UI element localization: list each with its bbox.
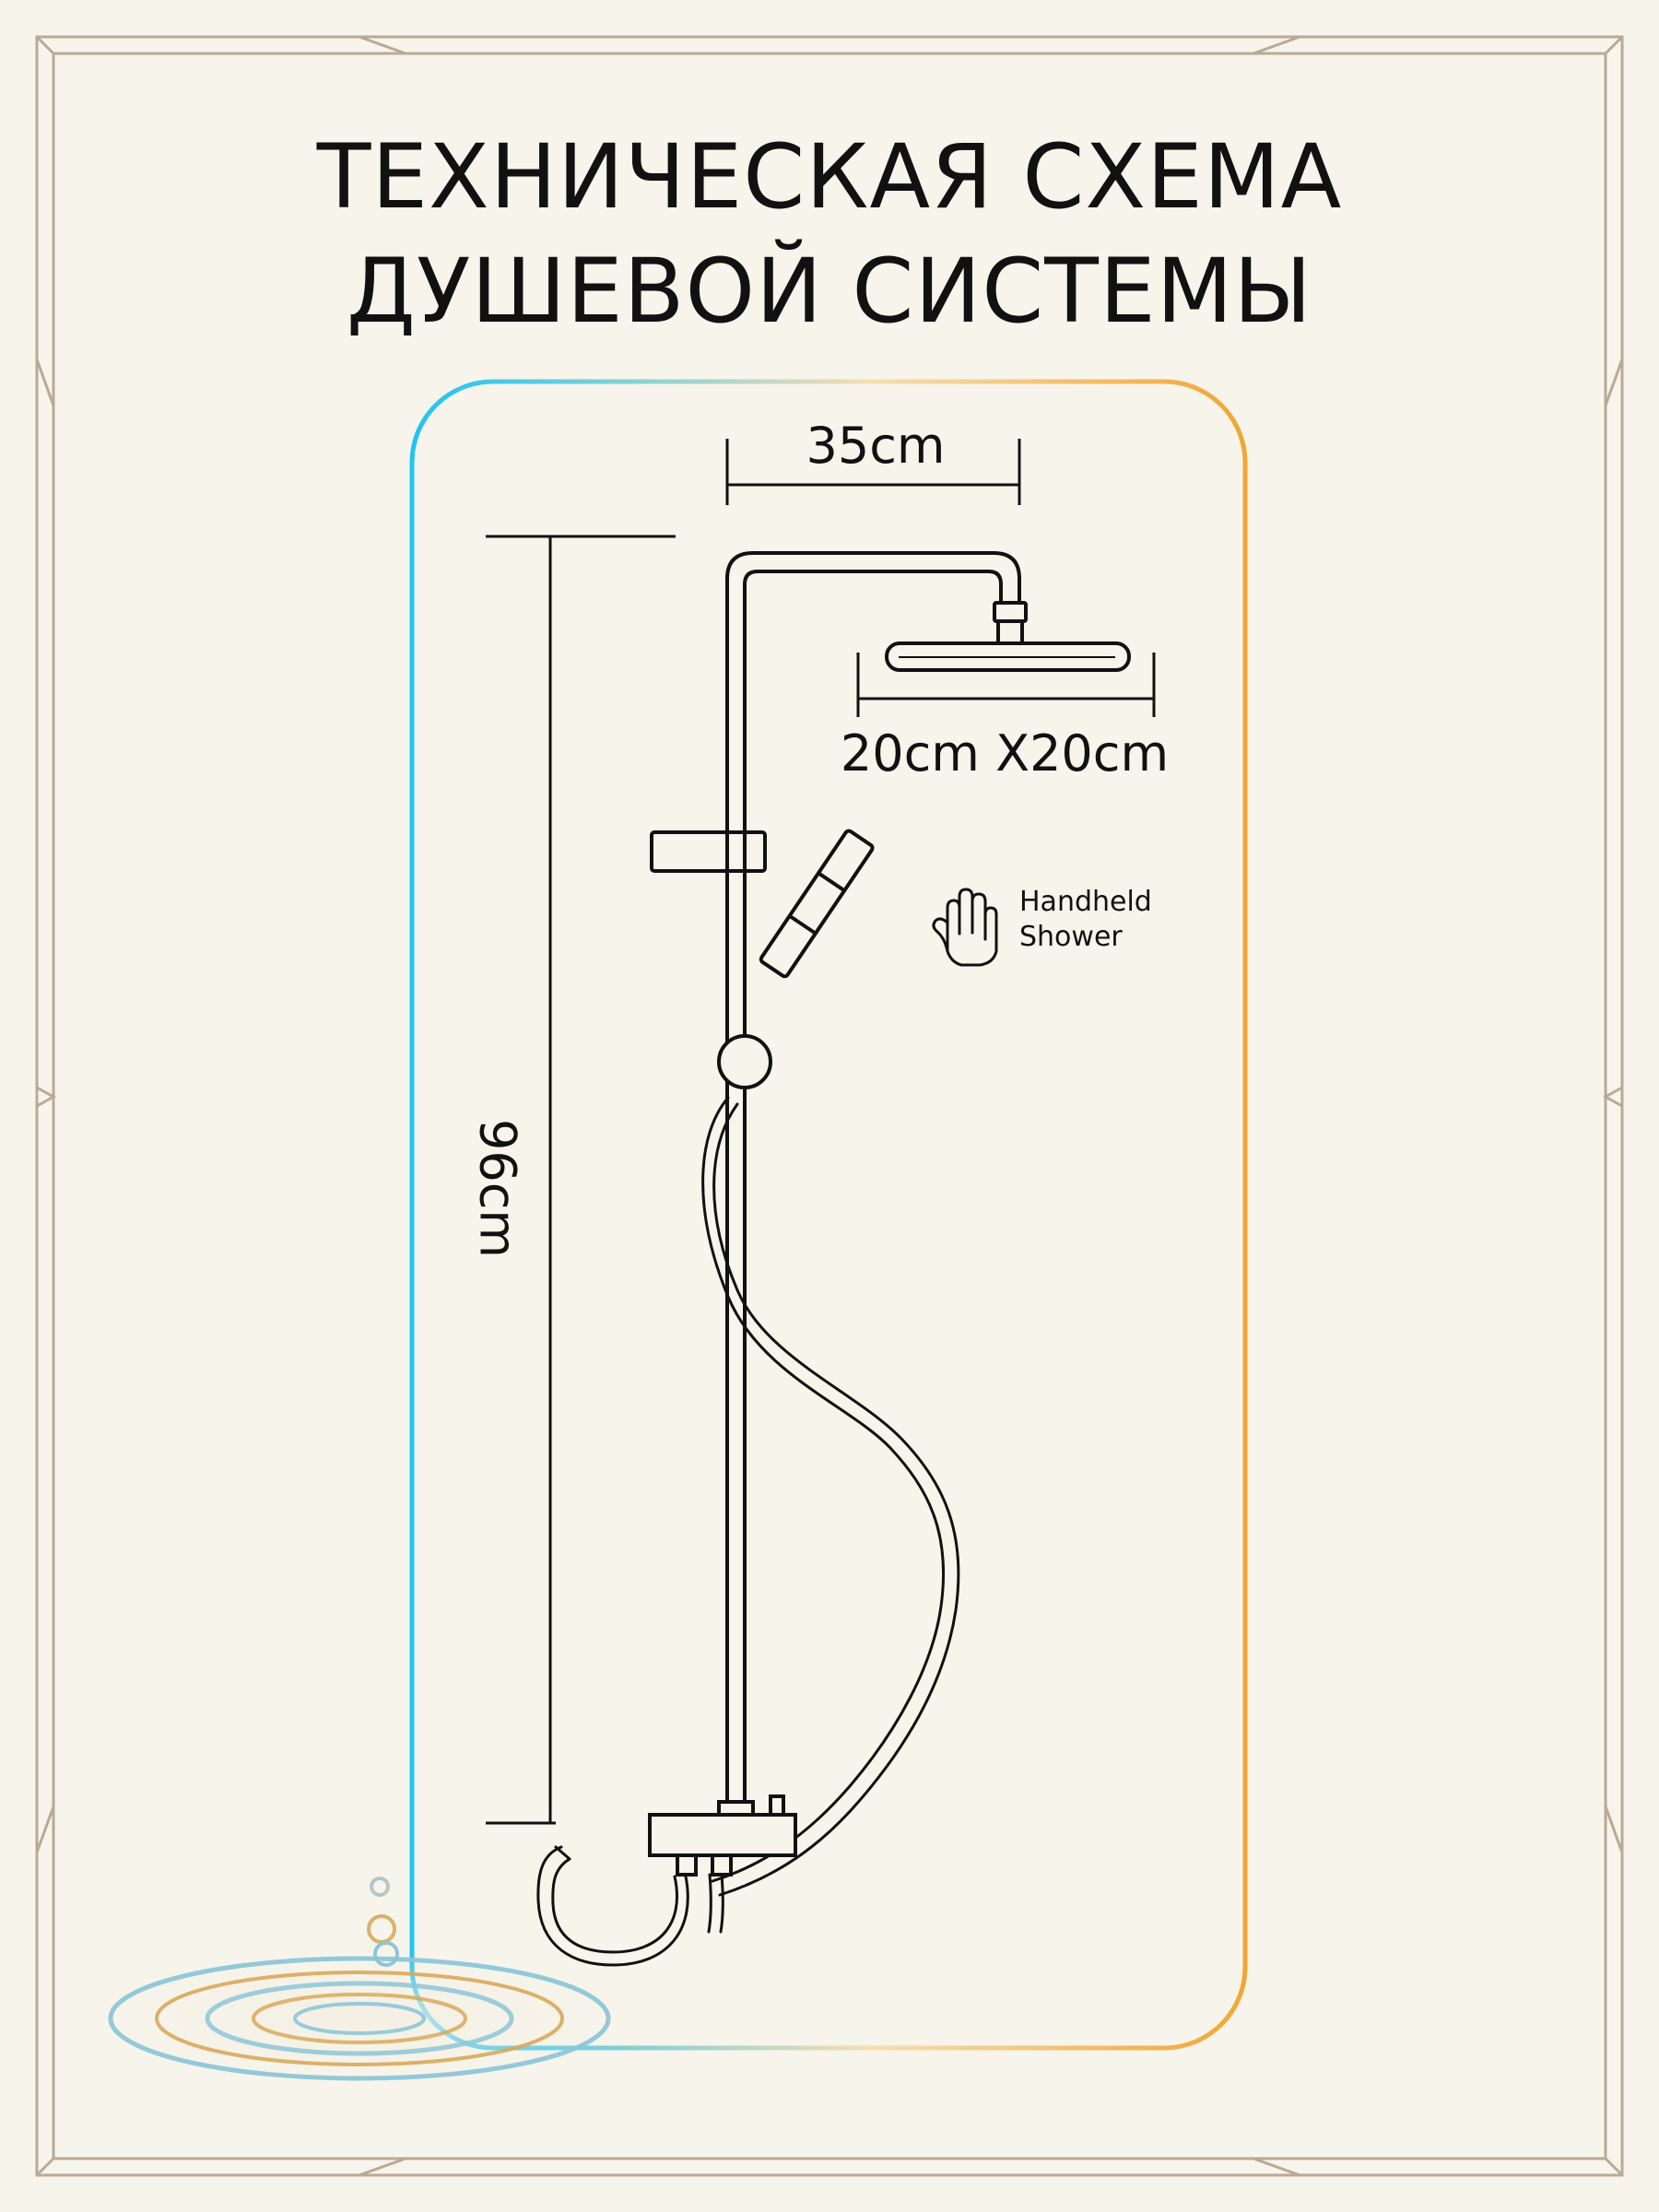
lower-hose-loop xyxy=(536,1845,724,1967)
water-ring xyxy=(252,1993,467,2044)
handheld-shower-label-line-2: Shower xyxy=(1019,921,1123,953)
hand-icon xyxy=(932,888,998,967)
water-drop xyxy=(367,1914,396,1944)
handheld-shower-label: Handheld Shower xyxy=(1019,885,1152,955)
frame-side-markers xyxy=(36,1086,1623,1108)
frame-corner-lines xyxy=(35,35,1624,2177)
sliding-holder xyxy=(650,830,767,873)
mixer-handle xyxy=(769,1794,785,1817)
page-title-line-2: ДУШЕВОЙ СИСТЕМЫ xyxy=(346,240,1313,343)
connector-top xyxy=(993,601,1028,623)
dimension-label-head-size: 20cm X20cm xyxy=(840,724,1170,782)
water-ring xyxy=(205,1981,514,2056)
dimension-top-width xyxy=(725,439,1021,505)
diagram-card xyxy=(409,379,1248,2051)
mixer-right-outlet xyxy=(711,1853,733,1877)
dimension-head-width xyxy=(856,653,1156,717)
rain-shower-head xyxy=(885,601,1131,672)
water-drop xyxy=(370,1877,390,1897)
frame-right-detail xyxy=(1604,359,1624,1853)
mixer-top-joint xyxy=(717,1800,755,1817)
hand-shower-swivel xyxy=(717,1034,772,1089)
dimension-label-top-width: 35cm xyxy=(806,417,946,475)
frame-bottom-detail xyxy=(359,2157,1300,2177)
page-title-line-1: ТЕХНИЧЕСКАЯ СХЕМА xyxy=(316,125,1343,229)
shower-hose xyxy=(701,1096,960,1897)
page-title: ТЕХНИЧЕСКАЯ СХЕМА ДУШЕВОЙ СИСТЕМЫ xyxy=(0,120,1659,348)
hand-shower-body xyxy=(759,829,875,979)
dimension-label-height: 96cm xyxy=(468,1118,527,1258)
water-ring xyxy=(293,2002,426,2035)
water-drop xyxy=(373,1941,399,1967)
hand-shower xyxy=(717,829,875,1089)
dimension-height xyxy=(486,535,676,1825)
water-ripple-icon xyxy=(83,1877,636,2085)
mixer-body xyxy=(648,1813,797,1857)
mixer-valve xyxy=(648,1794,797,1877)
water-ring xyxy=(108,1956,611,2081)
frame-left-detail xyxy=(35,359,55,1853)
decorative-frame xyxy=(35,35,1624,2177)
frame-top-detail xyxy=(359,35,1300,55)
mixer-left-outlet xyxy=(676,1853,698,1877)
water-ring xyxy=(155,1971,564,2066)
handheld-shower-label-line-1: Handheld xyxy=(1019,886,1152,918)
shower-rail xyxy=(725,551,1021,1802)
